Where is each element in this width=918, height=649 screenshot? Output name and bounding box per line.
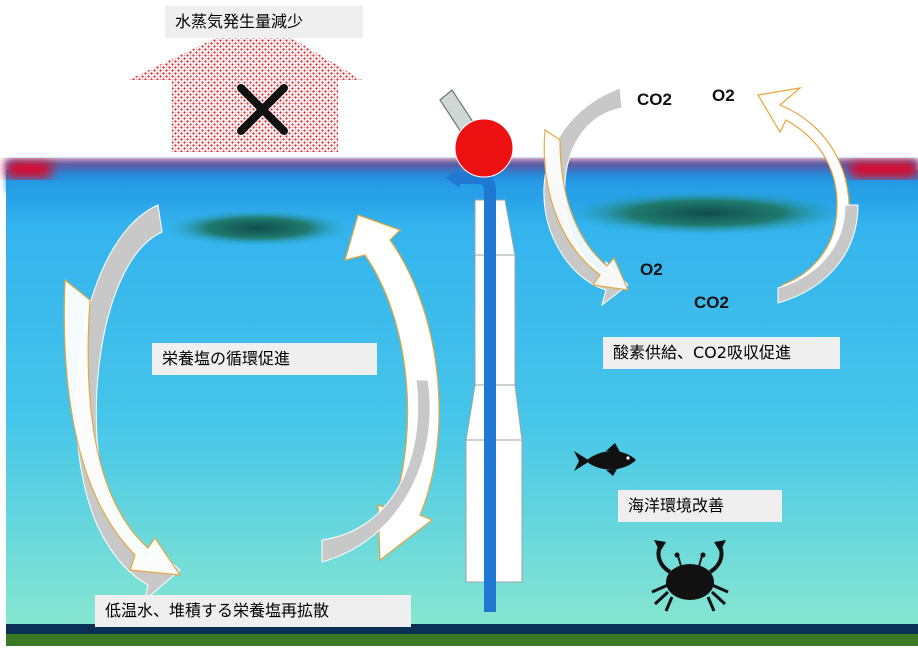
evaporation-label: 水蒸気発生量減少 (165, 6, 363, 38)
marine-environment-label: 海洋環境改善 (618, 490, 782, 522)
dark-water-patch-right (566, 191, 846, 235)
co2-top-label: CO2 (637, 90, 672, 109)
cold-water-label: 低温水、堆積する栄養塩再拡散 (95, 595, 411, 627)
co2-bottom-label: CO2 (694, 293, 729, 312)
vapor-arrow (128, 18, 362, 152)
circulation-arrow-white-left (63, 278, 182, 576)
buoy-float (454, 118, 514, 178)
crab-icon (651, 540, 729, 612)
cross-icon (237, 84, 288, 135)
nutrient-cycle-label: 栄養塩の循環促進 (152, 343, 377, 375)
fish-icon (574, 443, 636, 476)
gas-arrow-gray-lower (777, 204, 859, 304)
pipe-outlet-arrow (446, 168, 460, 188)
oxygen-supply-label: 酸素供給、CO2吸収促進 (603, 337, 840, 369)
dark-water-patch-left (166, 210, 350, 246)
gas-arrow-white-upper (543, 128, 629, 291)
seabed-green-band (6, 634, 918, 646)
circulation-arrow-gray-right (321, 379, 431, 563)
o2-bottom-label: O2 (640, 260, 663, 279)
seabed-dark-band (6, 624, 918, 634)
o2-top-label: O2 (712, 86, 735, 105)
water-pipe (458, 172, 496, 612)
gas-arrow-white-lower (757, 87, 850, 301)
